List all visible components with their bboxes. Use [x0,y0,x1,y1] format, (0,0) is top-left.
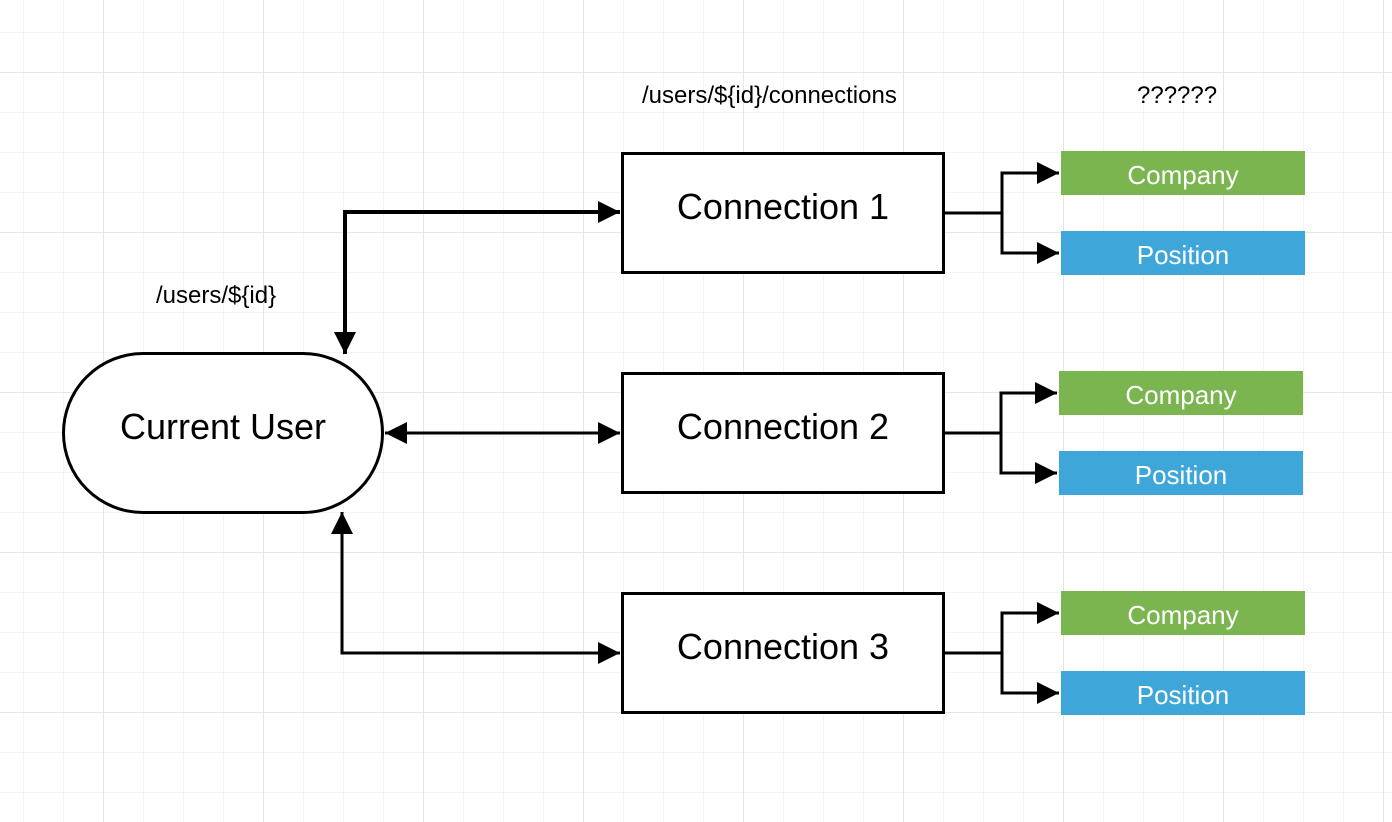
connection-3-position-label: Position [1136,679,1230,710]
connector-user-connection-1 [334,201,620,354]
branch-connection-3-position [1000,653,1059,704]
unknown-endpoint-label: ?????? [1137,82,1218,109]
connection-1-label: Connection 1 [676,186,890,227]
connection-3-company-node[interactable]: Company [1061,591,1305,635]
connection-1-node[interactable]: Connection 1 [621,152,945,274]
connection-1-position-node[interactable]: Position [1061,231,1305,275]
connection-2-node[interactable]: Connection 2 [621,372,945,494]
connections-endpoint-label: /users/${id}/connections [642,82,897,109]
branch-connection-1-company [945,162,1059,215]
branch-connection-2-position [999,433,1057,484]
branch-connection-1-position [1000,213,1059,264]
connection-2-label: Connection 2 [676,406,890,447]
connection-1-company-node[interactable]: Company [1061,151,1305,195]
connection-2-company-node[interactable]: Company [1059,371,1303,415]
connector-user-connection-3 [331,512,620,664]
current-user-node[interactable]: Current User [62,352,384,514]
user-endpoint-label: /users/${id} [156,282,277,309]
connection-2-company-label: Company [1125,379,1237,410]
branch-connection-2-company [945,382,1057,435]
branch-connection-3-company [945,602,1059,655]
current-user-label: Current User [119,406,327,447]
connection-1-company-label: Company [1127,159,1239,190]
connection-2-position-label: Position [1134,459,1228,490]
connection-1-position-label: Position [1136,239,1230,270]
connection-3-node[interactable]: Connection 3 [621,592,945,714]
connection-3-position-node[interactable]: Position [1061,671,1305,715]
connection-2-position-node[interactable]: Position [1059,451,1303,495]
connection-3-company-label: Company [1127,599,1239,630]
connection-3-label: Connection 3 [676,626,890,667]
